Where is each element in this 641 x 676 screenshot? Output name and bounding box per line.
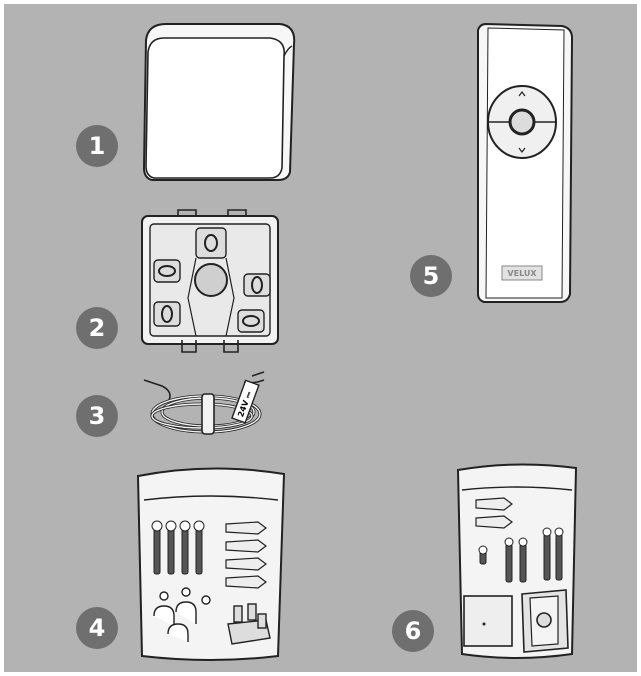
badge-5: 5	[410, 255, 452, 297]
badge-2: 2	[76, 307, 118, 349]
brand-label: VELUX	[507, 269, 537, 278]
badge-3: 3	[76, 395, 118, 437]
junction-box-icon	[138, 22, 298, 184]
screw-bag-icon	[132, 466, 288, 662]
badge-1: 1	[76, 125, 118, 167]
illustration-panel: 1 2 24V ⎓ 3	[4, 4, 637, 672]
mounting-bracket-icon	[138, 210, 288, 354]
badge-6: 6	[392, 610, 434, 652]
cable-icon: 24V ⎓	[144, 372, 284, 462]
badge-4: 4	[76, 607, 118, 649]
remote-holder-kit-icon	[454, 462, 580, 658]
remote-control-icon: VELUX	[474, 22, 578, 306]
